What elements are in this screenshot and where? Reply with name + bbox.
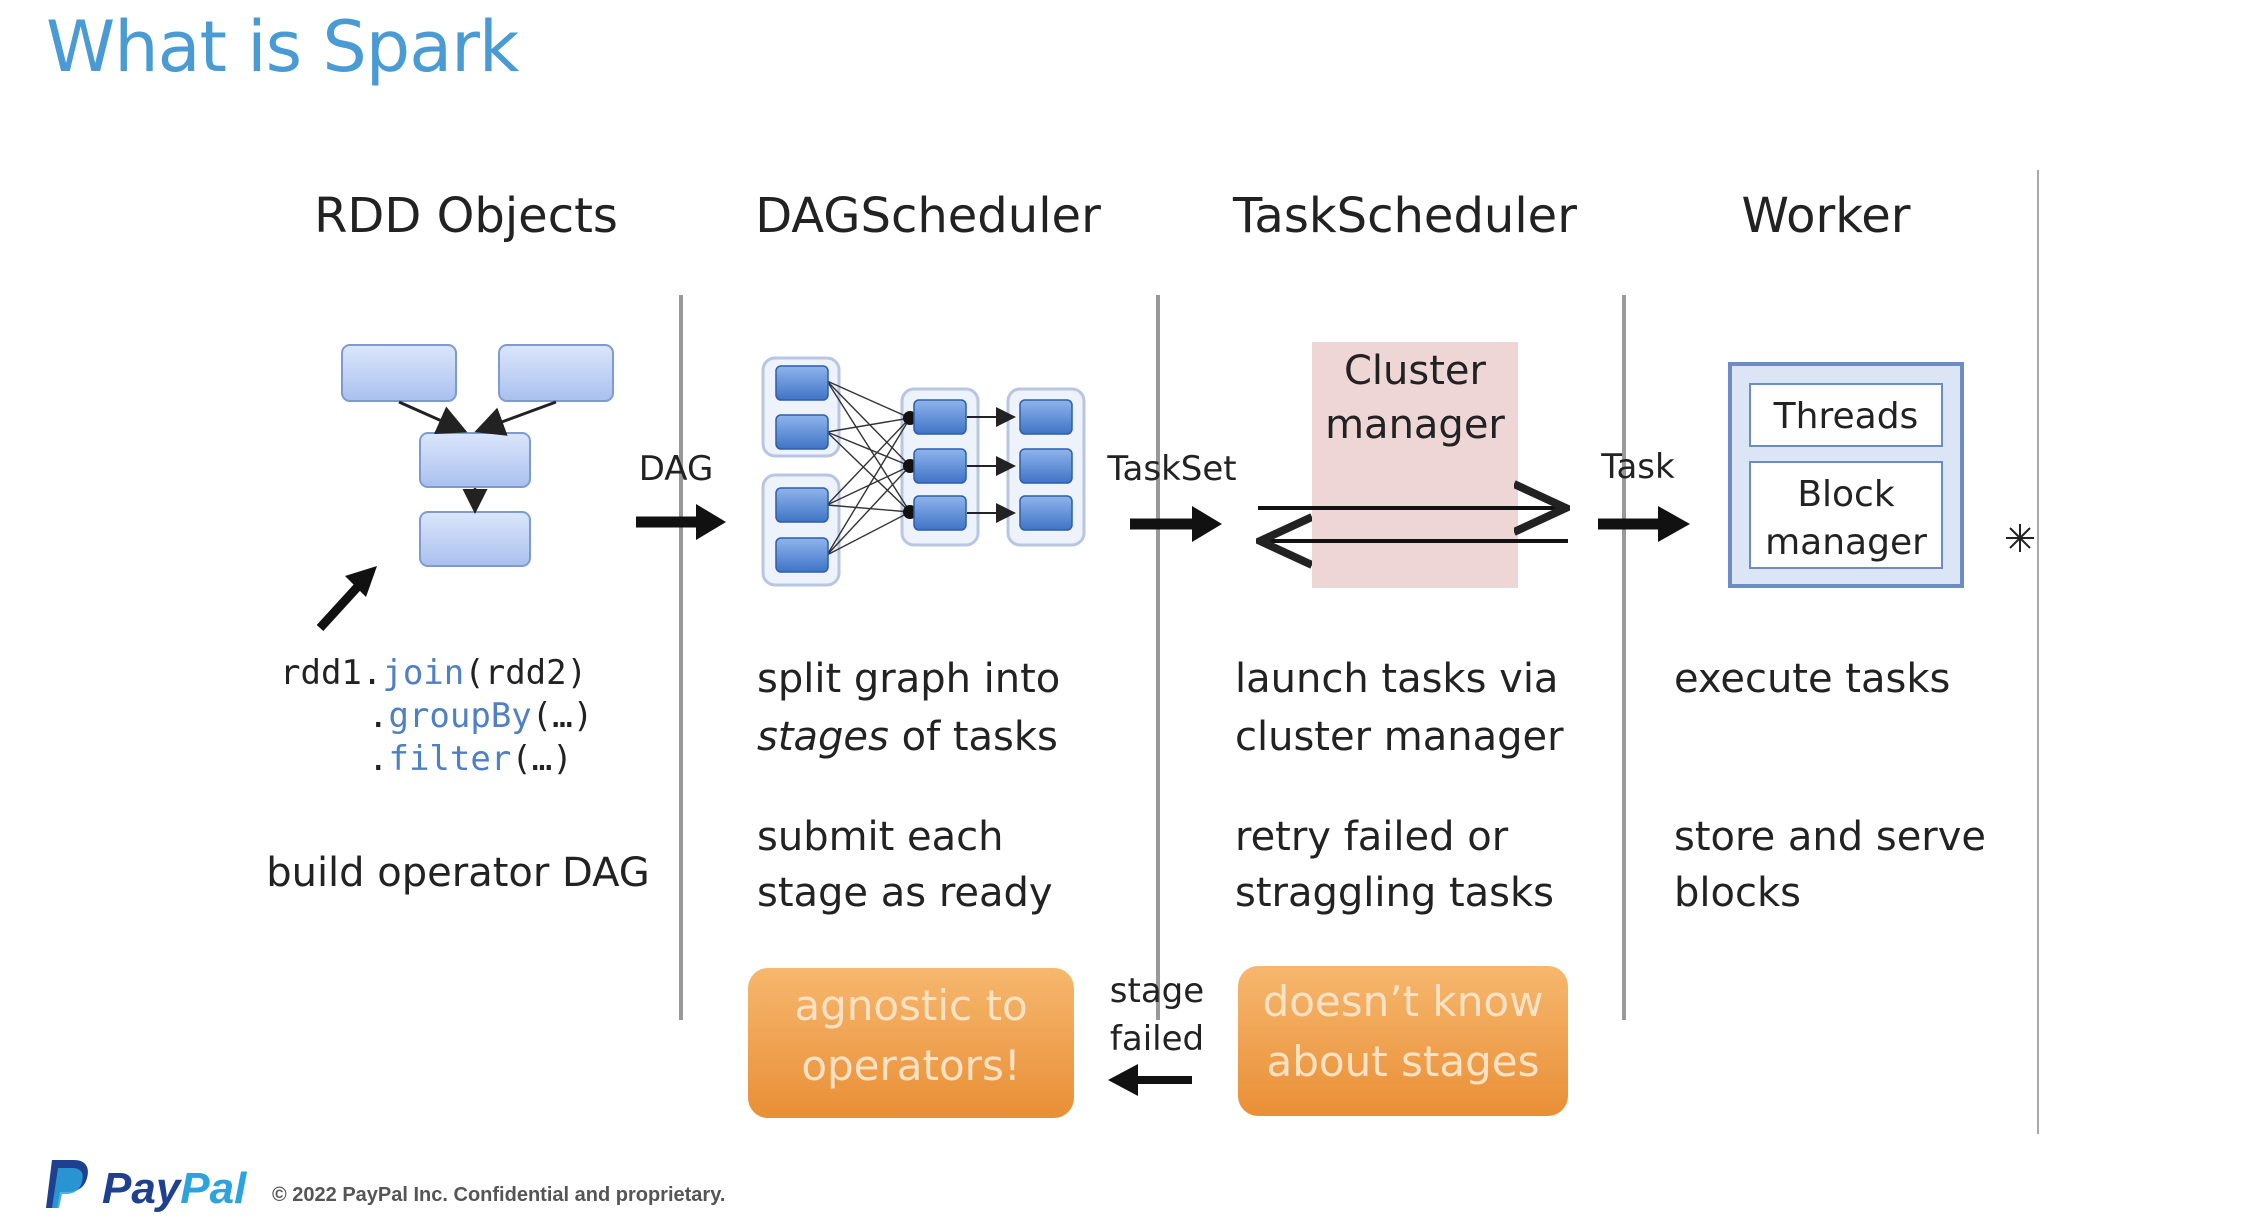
cluster-manager: Cluster manager (1258, 342, 1568, 588)
code-to-graph-arrow (316, 566, 377, 632)
copyright-notice: © 2022 PayPal Inc. Confidential and prop… (272, 1184, 726, 1206)
dag-arrow: DAG (636, 449, 726, 540)
svg-text:DAG: DAG (639, 449, 714, 489)
threads-label: Threads (1773, 396, 1919, 437)
svg-text:blocks: blocks (1674, 870, 1801, 916)
svg-text:operators!: operators! (801, 1041, 1020, 1090)
rdd-node (498, 344, 614, 402)
dag-stage-graph (761, 356, 1086, 587)
block-manager-label: manager (1765, 522, 1927, 563)
svg-text:about stages: about stages (1267, 1037, 1540, 1086)
svg-text:manager: manager (1325, 402, 1505, 448)
stage-failed-arrow: stage failed (1108, 971, 1204, 1096)
svg-text:straggling tasks: straggling tasks (1235, 870, 1554, 916)
rdd-description: build operator DAG (266, 850, 650, 896)
svg-text:Cluster: Cluster (1344, 348, 1487, 394)
paypal-brand: PayPal (102, 1164, 247, 1213)
rdd-node (419, 511, 531, 567)
rdd-graph (341, 344, 614, 567)
column-header-taskscheduler: TaskScheduler (1232, 188, 1577, 244)
svg-text:failed: failed (1110, 1019, 1204, 1059)
svg-text:stage: stage (1110, 971, 1204, 1011)
svg-text:TaskSet: TaskSet (1106, 449, 1236, 489)
column-header-worker: Worker (1741, 188, 1910, 244)
taskset-arrow: TaskSet (1106, 449, 1237, 542)
worker-box: Threads Block manager (1728, 362, 1964, 588)
block-manager-label: Block (1797, 474, 1895, 515)
column-header-rdd: RDD Objects (314, 188, 618, 244)
rdd-node (419, 432, 531, 488)
svg-text:retry failed or: retry failed or (1235, 814, 1509, 860)
svg-text:doesn’t know: doesn’t know (1263, 977, 1544, 1026)
task-description: launch tasks via cluster manager retry f… (1235, 656, 1564, 916)
column-header-dagscheduler: DAGScheduler (755, 188, 1101, 244)
svg-text:cluster manager: cluster manager (1235, 714, 1564, 760)
svg-text:split graph into: split graph into (757, 656, 1060, 702)
callout-doesnt-know: doesn’t know about stages (1238, 966, 1568, 1116)
task-arrow: Task (1598, 447, 1690, 542)
svg-text:stages of tasks: stages of tasks (757, 714, 1058, 760)
worker-description: execute tasks store and serve blocks (1674, 656, 1986, 916)
rdd-node (341, 344, 457, 402)
svg-text:rdd1.join(rdd2): rdd1.join(rdd2) (280, 653, 587, 693)
svg-text:agnostic to: agnostic to (794, 981, 1027, 1030)
svg-text:execute tasks: execute tasks (1674, 656, 1950, 702)
paypal-logo-icon (46, 1160, 88, 1208)
callout-agnostic: agnostic to operators! (748, 968, 1074, 1118)
svg-text:store and serve: store and serve (1674, 814, 1986, 860)
code-snippet: rdd1.join(rdd2) .groupBy(…) .filter(…) (280, 653, 593, 779)
svg-text:Task: Task (1600, 447, 1675, 487)
page-title: What is Spark (46, 6, 519, 88)
svg-text:launch tasks via: launch tasks via (1235, 656, 1558, 702)
cursor-icon (2006, 524, 2034, 552)
svg-text:stage as ready: stage as ready (757, 870, 1053, 916)
dag-description: split graph into stages of tasks submit … (757, 656, 1060, 916)
svg-text:.filter(…): .filter(…) (368, 739, 573, 779)
svg-text:.groupBy(…): .groupBy(…) (368, 696, 593, 736)
svg-text:submit each: submit each (757, 814, 1004, 860)
